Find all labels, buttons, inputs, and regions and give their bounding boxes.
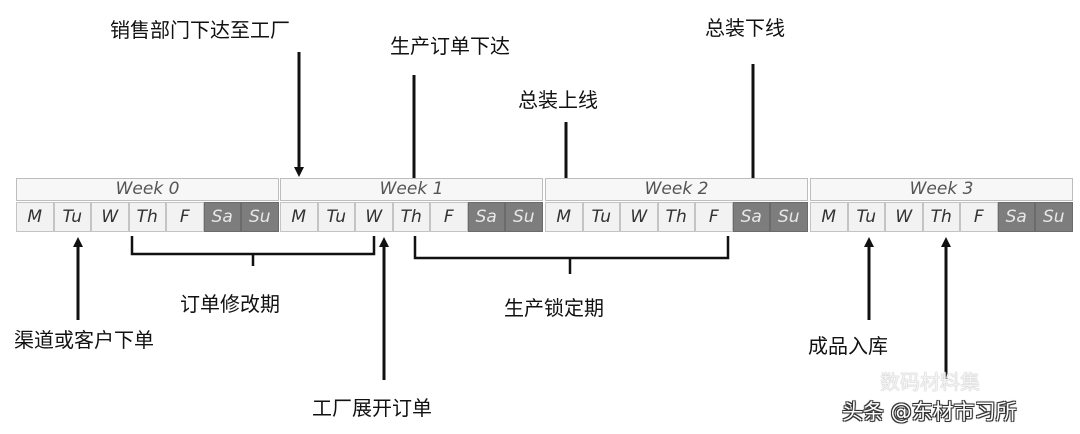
day-cell-week0-m: M <box>16 202 54 232</box>
day-cell-week2-w: W <box>620 202 658 232</box>
day-cell-week3-su: Su <box>1035 202 1073 232</box>
day-cell-week0-tu: Tu <box>53 202 91 232</box>
day-cell-week3-th: Th <box>922 202 960 232</box>
bracket-order-modify <box>130 236 376 266</box>
day-cell-week3-f: F <box>960 202 998 232</box>
label-factory-expand: 工厂展开订单 <box>312 396 432 420</box>
day-cell-week3-m: M <box>810 202 848 232</box>
day-cell-week3-tu: Tu <box>847 202 885 232</box>
label-assembly-online: 总装上线 <box>518 88 598 112</box>
week-header-0: Week 0 <box>16 178 279 201</box>
week-header-2: Week 2 <box>545 178 808 201</box>
day-cell-week1-th: Th <box>392 202 430 232</box>
day-cell-week0-sa: Sa <box>203 202 241 232</box>
label-production-lock-period: 生产锁定期 <box>504 296 604 320</box>
day-cell-week0-w: W <box>91 202 129 232</box>
day-cell-week3-w: W <box>885 202 923 232</box>
watermark-main: 头条 @东材市习所 <box>842 400 1017 424</box>
day-cell-week1-sa: Sa <box>467 202 505 232</box>
label-sales-dispatch: 销售部门下达至工厂 <box>110 18 290 42</box>
day-cell-week0-th: Th <box>128 202 166 232</box>
watermark-faded: 数码材料集 <box>880 370 980 394</box>
label-production-order: 生产订单下达 <box>390 34 510 58</box>
label-order-modify-period: 订单修改期 <box>180 292 280 316</box>
day-cell-week0-su: Su <box>241 202 279 232</box>
day-cell-week3-sa: Sa <box>997 202 1035 232</box>
week-header-1: Week 1 <box>280 178 543 201</box>
day-cell-week1-su: Su <box>505 202 543 232</box>
day-cell-week2-m: M <box>545 202 583 232</box>
week-header-3: Week 3 <box>810 178 1073 201</box>
day-cell-week2-tu: Tu <box>582 202 620 232</box>
day-cell-week2-su: Su <box>770 202 808 232</box>
label-assembly-offline: 总装下线 <box>705 16 785 40</box>
day-cell-week2-sa: Sa <box>732 202 770 232</box>
day-cell-week1-f: F <box>430 202 468 232</box>
day-cell-week2-f: F <box>695 202 733 232</box>
day-cell-week1-tu: Tu <box>317 202 355 232</box>
day-cell-week2-th: Th <box>657 202 695 232</box>
day-cell-week0-f: F <box>166 202 204 232</box>
day-cell-week1-m: M <box>280 202 318 232</box>
label-finished-goods: 成品入库 <box>808 334 888 358</box>
bracket-production-lock <box>413 236 730 274</box>
day-cell-week1-w: W <box>355 202 393 232</box>
label-customer-order: 渠道或客户下单 <box>14 328 154 352</box>
